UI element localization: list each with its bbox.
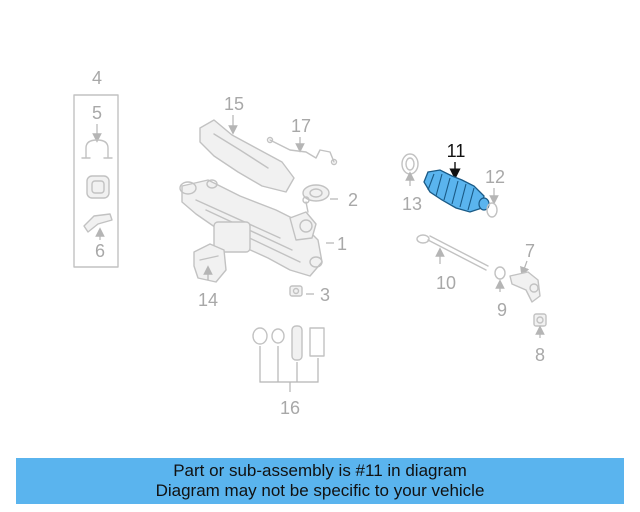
callout-5[interactable]: 5	[92, 103, 102, 123]
part-7-tie-rod-end: 7	[509, 241, 541, 303]
callout-6[interactable]: 6	[95, 241, 105, 261]
info-banner: Part or sub-assembly is #11 in diagram D…	[16, 458, 624, 504]
callout-15[interactable]: 15	[224, 94, 244, 114]
callout-9[interactable]: 9	[497, 300, 507, 320]
callout-7[interactable]: 7	[525, 241, 535, 261]
banner-line-2: Diagram may not be specific to your vehi…	[155, 481, 485, 500]
callout-8[interactable]: 8	[535, 345, 545, 365]
part-16-kit: 16	[252, 325, 325, 418]
callout-17[interactable]: 17	[291, 116, 311, 136]
callout-12[interactable]: 12	[485, 167, 505, 187]
callout-11[interactable]: 11	[447, 141, 466, 161]
part-13-clamp: 13	[401, 153, 422, 214]
part-17-hose: 17	[266, 116, 338, 166]
part-3-nut: 3	[289, 285, 330, 305]
parts-diagram: 4 5 6 15 17 2	[73, 68, 547, 418]
callout-3[interactable]: 3	[320, 285, 330, 305]
part-12-clamp: 12	[485, 167, 505, 218]
callout-2[interactable]: 2	[348, 190, 358, 210]
part-14-bracket: 14	[193, 243, 227, 310]
part-9-nut: 9	[494, 266, 507, 320]
boot-highlight	[423, 169, 490, 213]
callout-14[interactable]: 14	[198, 290, 218, 310]
callout-1[interactable]: 1	[337, 234, 347, 254]
callout-16[interactable]: 16	[280, 398, 300, 418]
banner-line-1: Part or sub-assembly is #11 in diagram	[173, 461, 467, 480]
callout-4[interactable]: 4	[92, 68, 102, 88]
part-8-nut: 8	[533, 313, 547, 365]
part-10-tie-rod: 10	[416, 234, 489, 293]
part-11-boot[interactable]: 11	[423, 141, 490, 213]
part-1-rack-assembly: 1	[179, 179, 347, 277]
part-15-heat-shield: 15	[199, 94, 295, 193]
part-group-4: 4 5 6	[73, 68, 119, 268]
callout-13[interactable]: 13	[402, 194, 422, 214]
callout-10[interactable]: 10	[436, 273, 456, 293]
part-2-mount: 2	[302, 184, 358, 210]
